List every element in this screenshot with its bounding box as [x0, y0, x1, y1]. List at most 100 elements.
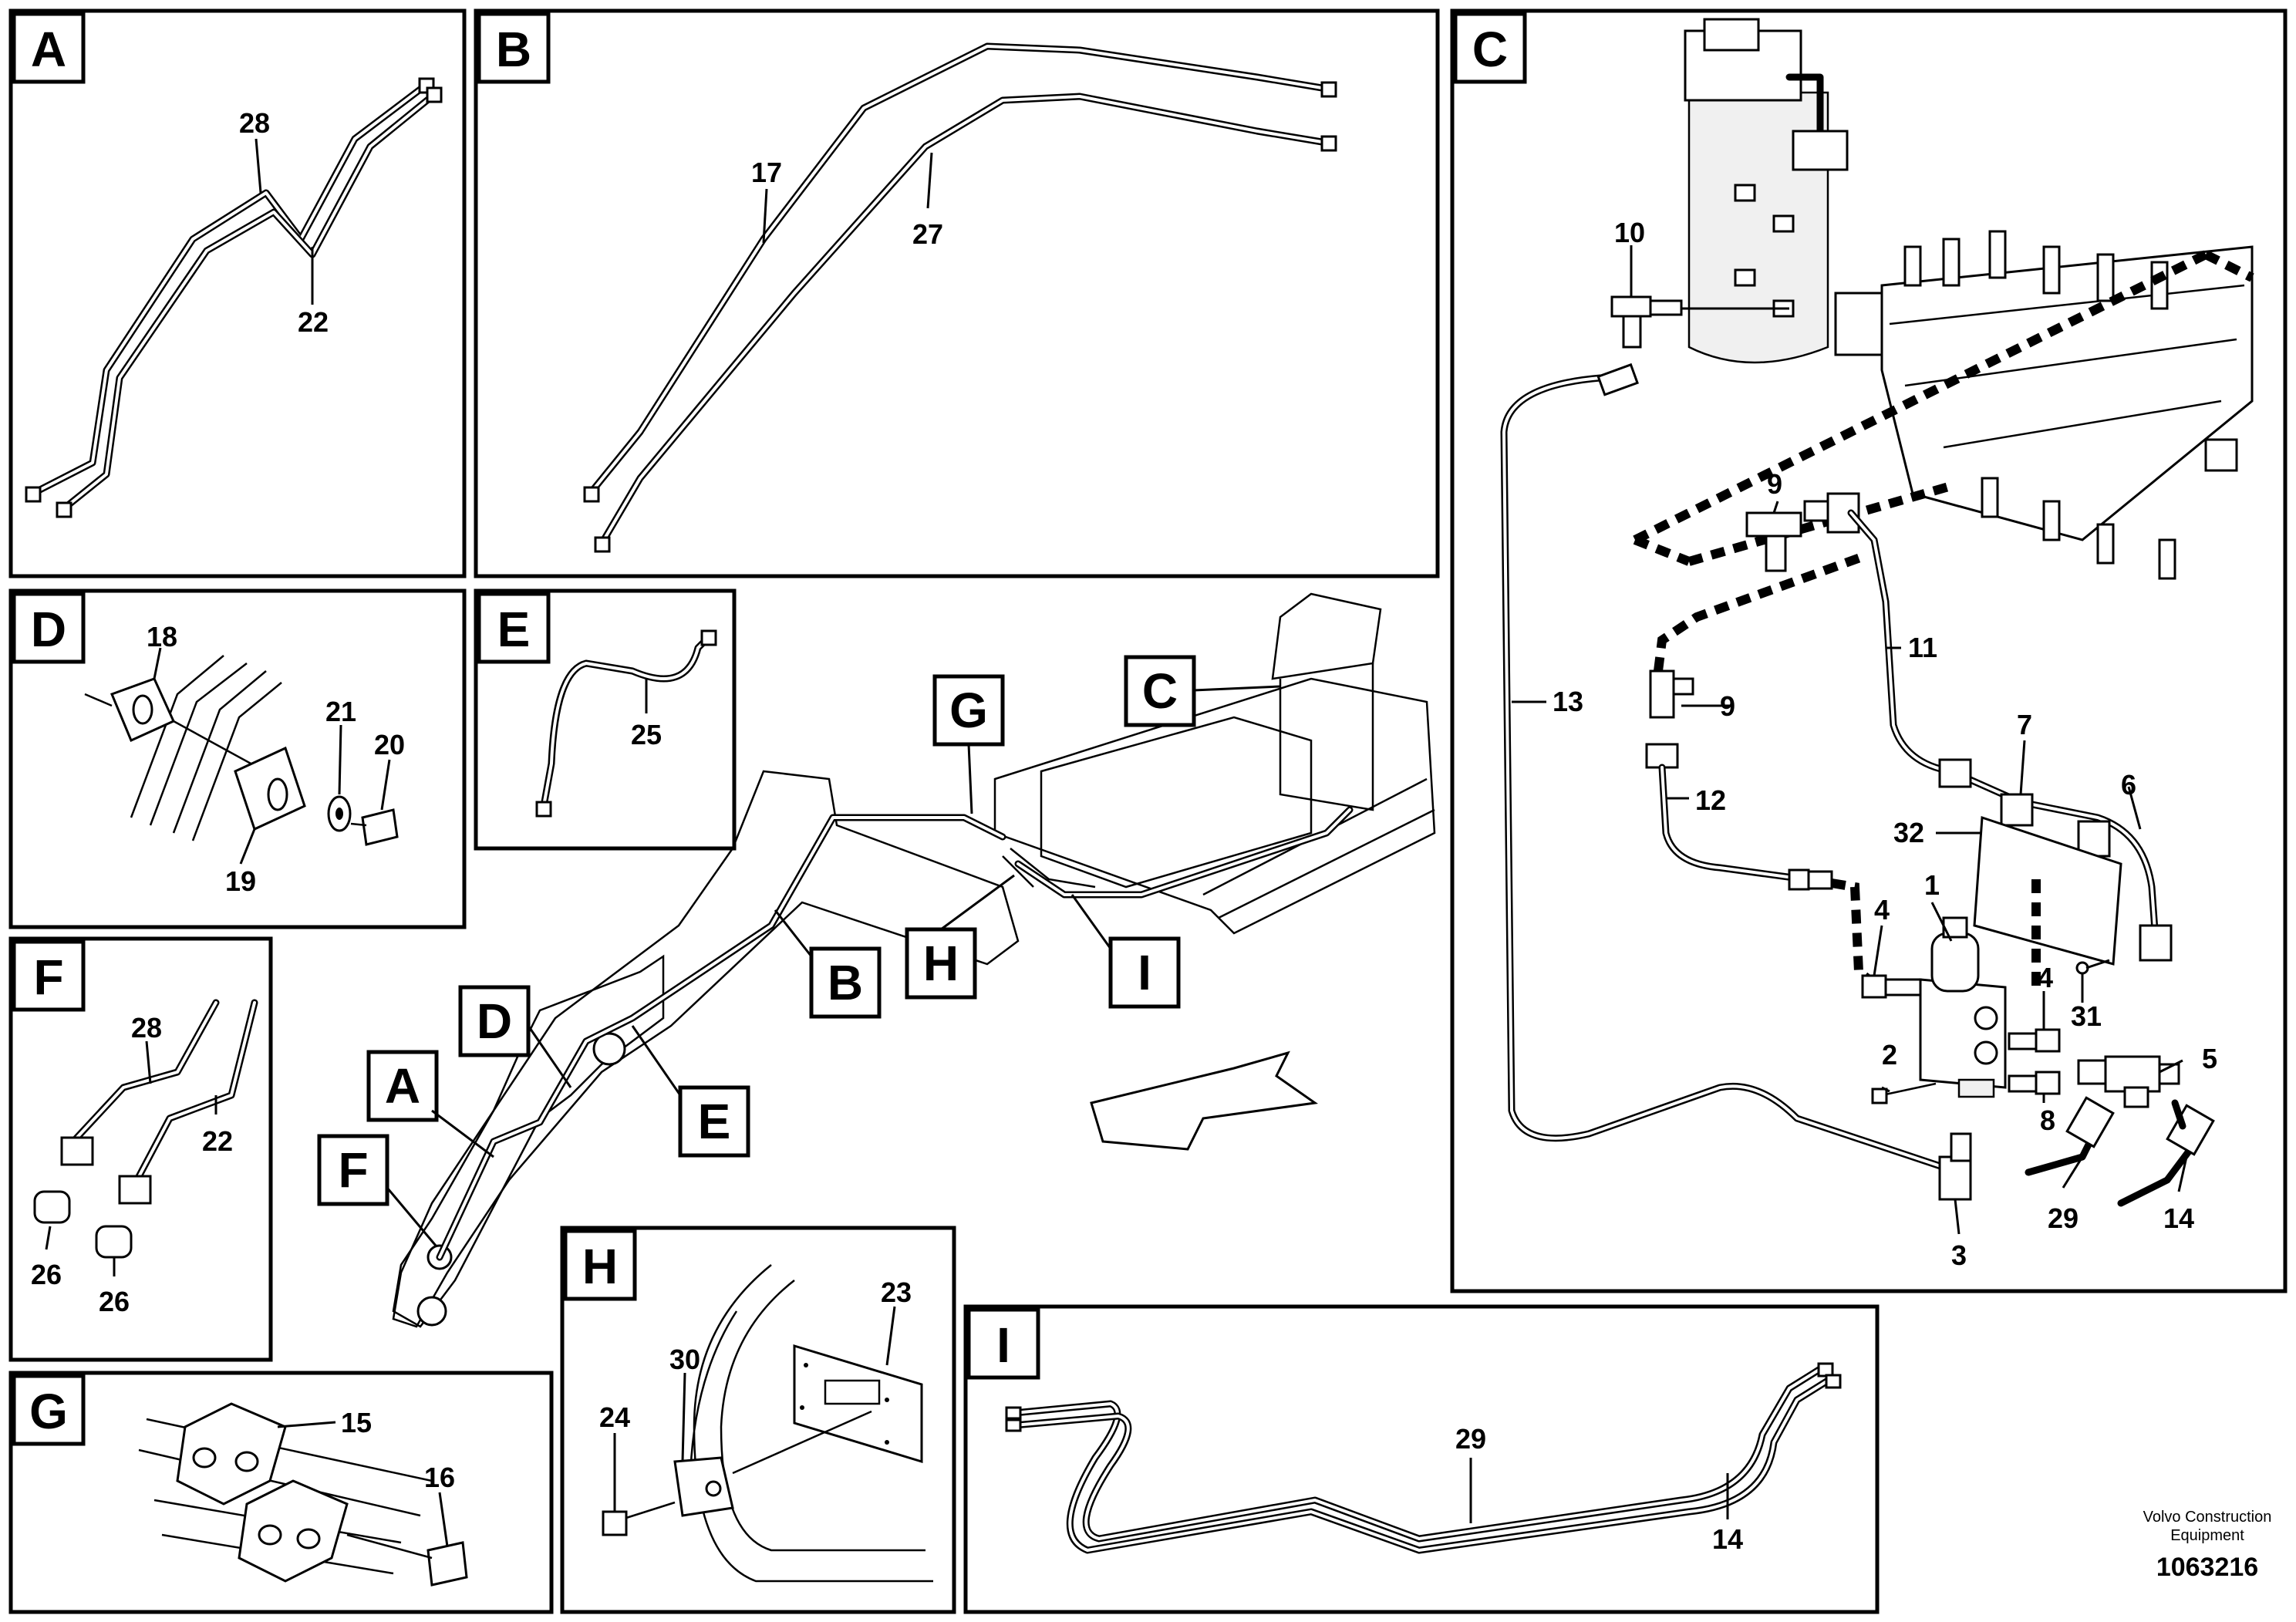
- callout-8: 8: [2040, 1104, 2055, 1136]
- callout-23: 23: [881, 1276, 912, 1308]
- panel-c-tag: C: [1472, 22, 1508, 77]
- callout-28-f: 28: [131, 1012, 162, 1044]
- panel-i-tag: I: [996, 1317, 1010, 1373]
- callout-7: 7: [2017, 709, 2032, 740]
- valve-silhouette: [1271, 592, 1382, 680]
- upper-structure: [993, 677, 1436, 935]
- nut-26-left: [60, 1136, 94, 1166]
- clamp-15-upper: [176, 1402, 287, 1506]
- panel-h-tag: H: [582, 1239, 618, 1294]
- panel-d-tag: D: [31, 602, 66, 657]
- callout-31: 31: [2071, 1000, 2102, 1032]
- callout-9-left: 9: [1720, 690, 1735, 722]
- bolt-16: [426, 1541, 468, 1587]
- callout-17: 17: [751, 157, 782, 188]
- overview-tag-i: I: [1138, 945, 1151, 1000]
- panel-i-tag-box: [966, 1307, 1040, 1380]
- overview-tag-f: F: [338, 1142, 368, 1198]
- panel-i: I 29 14: [963, 1304, 1880, 1614]
- panel-a-frame: [8, 8, 467, 578]
- overview-tag-e-box: [678, 1085, 750, 1158]
- panel-c: C: [1450, 8, 2288, 1293]
- overview-tag-h: H: [923, 936, 959, 991]
- callout-32: 32: [1893, 817, 1924, 848]
- tee-10: [1610, 295, 1652, 318]
- panel-g-tag: G: [29, 1384, 68, 1439]
- panel-e-tag: E: [497, 602, 531, 657]
- panel-b: B 17 27: [474, 8, 1440, 578]
- hose-14: [2117, 1145, 2194, 1207]
- callout-26-left: 26: [31, 1259, 62, 1290]
- panel-b-tag-box: [477, 12, 551, 84]
- overview-tag-i-box: [1108, 936, 1181, 1009]
- panel-d: D 18 21 20 19: [8, 588, 467, 929]
- bolt-20: [361, 808, 399, 846]
- panel-d-tag-box: [12, 592, 86, 664]
- panel-e: E 25: [474, 588, 737, 851]
- drawing-number: 1063216: [2156, 1553, 2258, 1582]
- panel-f-tag-box: [12, 939, 86, 1012]
- direction-arrow: [1090, 1050, 1318, 1151]
- callout-27: 27: [912, 218, 943, 250]
- overview-tag-c: C: [1142, 663, 1178, 719]
- panel-c-tag-box: [1453, 12, 1527, 84]
- callout-11: 11: [1908, 632, 1937, 663]
- panel-c-frame: [1450, 8, 2288, 1293]
- callout-19: 19: [225, 865, 256, 897]
- elbow-3: [1938, 1155, 1972, 1201]
- callout-29-c: 29: [2048, 1202, 2079, 1234]
- callout-26-right: 26: [99, 1286, 130, 1317]
- credit-line-1: Volvo Construction: [2143, 1509, 2272, 1526]
- callout-3: 3: [1951, 1239, 1967, 1271]
- callout-15: 15: [341, 1407, 372, 1438]
- fitting-7a: [1938, 758, 1972, 788]
- overview-tag-e: E: [698, 1094, 731, 1149]
- tee-9-left: [1649, 669, 1675, 719]
- fitting-8: [2035, 1071, 2061, 1095]
- panel-f: F 28 22 26 26: [8, 936, 273, 1362]
- overview-tag-g-box: [932, 674, 1005, 747]
- panel-a-tag-box: [12, 12, 86, 84]
- bolt-24: [602, 1510, 628, 1536]
- panel-a-tag: A: [31, 22, 66, 77]
- plate-32: [1973, 815, 2122, 966]
- panel-b-tag: B: [496, 22, 531, 77]
- excavator-overview: G C B H I D A E F: [317, 592, 1436, 1328]
- callout-22-f: 22: [202, 1125, 233, 1157]
- panel-h-tag-box: [563, 1229, 637, 1301]
- callout-16: 16: [424, 1462, 455, 1493]
- panel-g-tag-box: [12, 1374, 86, 1446]
- tee-5: [2104, 1055, 2161, 1093]
- callout-9-top: 9: [1767, 468, 1782, 500]
- nut-26-right: [95, 1225, 133, 1259]
- callout-10: 10: [1614, 217, 1645, 248]
- panel-d-frame: [8, 588, 467, 929]
- panel-e-tag-box: [477, 592, 551, 664]
- panel-a: A 28 22: [8, 8, 467, 578]
- overview-tag-b: B: [828, 955, 863, 1010]
- callout-28: 28: [239, 107, 270, 139]
- panel-g: G 15 16: [8, 1371, 554, 1614]
- overview-tag-a: A: [385, 1058, 420, 1114]
- callout-4-right: 4: [2038, 962, 2053, 993]
- callout-12: 12: [1695, 784, 1726, 816]
- callout-5: 5: [2202, 1043, 2217, 1074]
- fitting-4-right: [2035, 1028, 2061, 1053]
- overview-tag-g: G: [949, 683, 988, 738]
- callout-29-i: 29: [1455, 1423, 1486, 1455]
- overview-tag-a-box: [366, 1050, 439, 1122]
- panel-f-tag: F: [33, 949, 63, 1005]
- callout-30: 30: [669, 1344, 700, 1375]
- callout-4-left: 4: [1874, 894, 1890, 926]
- panel-h: H 23 30 24: [560, 1226, 956, 1614]
- panel-i-frame: [963, 1304, 1880, 1614]
- bolt-2: [1871, 1088, 1888, 1104]
- callout-20: 20: [374, 729, 405, 760]
- overview-tag-d-box: [458, 985, 531, 1057]
- callout-18: 18: [147, 621, 177, 653]
- callout-14-i: 14: [1712, 1523, 1743, 1555]
- callout-1: 1: [1924, 869, 1940, 901]
- callout-2: 2: [1882, 1039, 1897, 1071]
- overview-tag-f-box: [317, 1134, 389, 1206]
